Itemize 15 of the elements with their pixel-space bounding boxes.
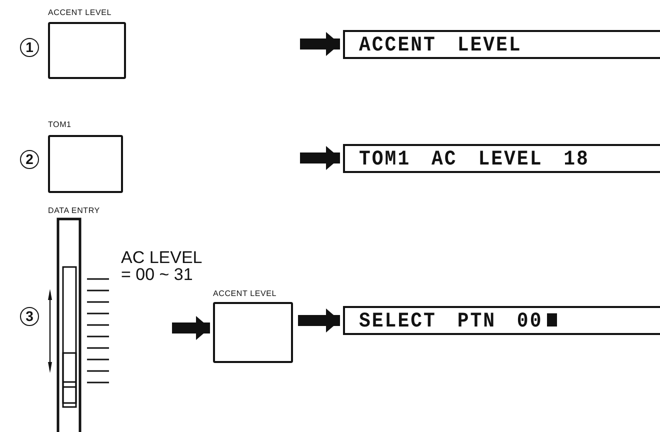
arrow: [172, 316, 210, 340]
step-number: 1: [20, 38, 39, 57]
slider-label: DATA ENTRY: [48, 206, 100, 215]
step-number: 3: [20, 307, 39, 326]
arrow: [300, 32, 340, 56]
arrow: [298, 308, 340, 332]
button-label: TOM1: [48, 120, 72, 129]
display-text: SELECT PTN 00: [359, 308, 557, 334]
display-text: TOM1 AC LEVEL 18: [359, 146, 590, 172]
step-number: 2: [20, 150, 39, 169]
button-label: ACCENT LEVEL: [213, 289, 276, 298]
arrow: [300, 146, 340, 170]
range-note: AC LEVEL = 00 ~ 31: [121, 249, 203, 283]
button-label: ACCENT LEVEL: [48, 8, 112, 17]
display-text: ACCENT LEVEL: [359, 32, 522, 58]
